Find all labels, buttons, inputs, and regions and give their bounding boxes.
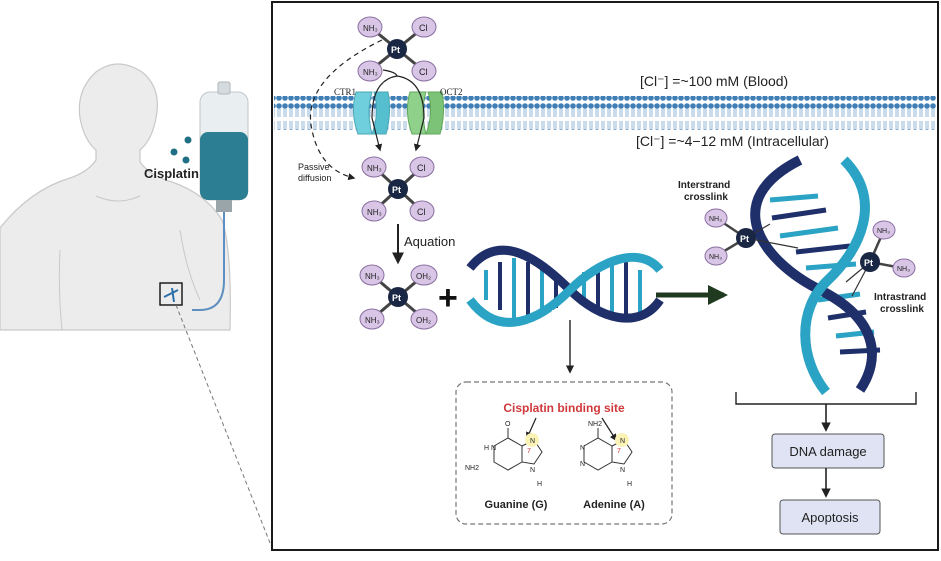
cisplatin-dots	[170, 136, 192, 164]
guanine-structure	[493, 428, 543, 471]
ligand-label: OH₂	[416, 316, 431, 325]
dna-damage-box	[771, 433, 885, 469]
n-atom: N	[491, 445, 496, 452]
pt-label: Pt	[864, 258, 873, 268]
ligand-label: Cl	[419, 67, 428, 77]
n9-atom: N	[530, 467, 535, 474]
ctr1-transporter	[352, 91, 391, 135]
n-atom: N	[580, 445, 585, 452]
passive-diffusion-arrow	[310, 39, 383, 181]
oct2-transporter	[406, 91, 445, 135]
pt-label: Pt	[740, 234, 749, 244]
pt-label: Pt	[392, 185, 401, 195]
ligand-label: NH₃	[709, 254, 722, 261]
crosslinked-dna	[750, 155, 881, 396]
iv-bag	[192, 81, 249, 311]
h-atom: H	[484, 445, 489, 452]
zoom-line	[175, 304, 273, 549]
binding-site-box	[455, 381, 673, 525]
ligand-label: NH₃	[365, 316, 380, 325]
passive-label: Passive	[298, 162, 330, 172]
intrastrand-label: crosslink	[880, 304, 924, 315]
catheter-icon	[163, 287, 179, 303]
plus-sign: +	[438, 279, 458, 317]
intrastrand-adduct	[845, 220, 916, 297]
n-atom: N	[580, 461, 585, 468]
h-atom: H	[537, 481, 542, 488]
base-a-label: A	[550, 309, 556, 318]
n9-atom: N	[620, 467, 625, 474]
adenine-label: Adenine (A)	[583, 499, 645, 511]
ctr1-label: CTR1	[334, 87, 356, 97]
ligand-label: Cl	[419, 23, 428, 33]
base-g-label: G	[567, 298, 573, 307]
ligand-label: NH₃	[363, 24, 378, 33]
cl-blood-label: [Cl⁻] =~100 mM (Blood)	[640, 73, 788, 89]
oct2-label: OCT2	[440, 87, 463, 97]
intrastrand-label: Intrastrand	[874, 292, 926, 303]
ligand-label: Cl	[417, 207, 426, 217]
patient-illustration	[0, 63, 231, 331]
apoptosis-label: Apoptosis	[801, 510, 859, 525]
ligand-label: NH₃	[897, 266, 910, 273]
h-atom: H	[627, 481, 632, 488]
pt-label: Pt	[391, 45, 400, 55]
guanine-nh2: NH2	[465, 465, 479, 472]
ligand-label: NH₃	[367, 164, 382, 173]
ligand-label: OH₂	[416, 272, 431, 281]
o-atom: O	[505, 421, 511, 428]
oct2-uptake-arrow	[396, 75, 425, 152]
ligand-label: Cl	[417, 163, 426, 173]
ligand-label: NH₃	[367, 208, 382, 217]
cl-intracellular-label: [Cl⁻] =~4−12 mM (Intracellular)	[636, 133, 829, 149]
cisplatin-label: Cisplatin	[144, 166, 199, 181]
ligand-label: NH₃	[365, 272, 380, 281]
n7-position: 7	[617, 448, 621, 455]
passive-label: diffusion	[298, 173, 331, 183]
adenine-n7-arrow	[601, 417, 617, 442]
interstrand-label: crosslink	[684, 192, 728, 203]
apoptosis-box	[779, 499, 881, 535]
ctr1-uptake-arrow	[371, 75, 398, 152]
ligand-label: NH₃	[877, 228, 890, 235]
interstrand-adduct	[704, 208, 799, 266]
binding-site-title: Cisplatin binding site	[503, 401, 625, 415]
aquated-cisplatin	[359, 264, 438, 330]
cisplatin-intracellular	[361, 156, 435, 222]
dna-double-helix	[466, 245, 664, 327]
guanine-label: Guanine (G)	[485, 499, 548, 511]
pt-label: Pt	[392, 293, 401, 303]
cisplatin-extracellular	[357, 16, 437, 82]
adenine-nh2: NH2	[588, 421, 602, 428]
n7-atom: N	[530, 438, 535, 445]
interstrand-label: Interstrand	[678, 180, 730, 191]
dna-damage-label: DNA damage	[789, 444, 866, 459]
ligand-label: NH₃	[363, 68, 378, 77]
n7-position: 7	[527, 448, 531, 455]
ligand-label: NH₃	[709, 216, 722, 223]
n7-atom: N	[620, 438, 625, 445]
aquation-label: Aquation	[404, 234, 455, 249]
adenine-structure	[583, 428, 633, 471]
injection-site-box	[159, 282, 183, 306]
